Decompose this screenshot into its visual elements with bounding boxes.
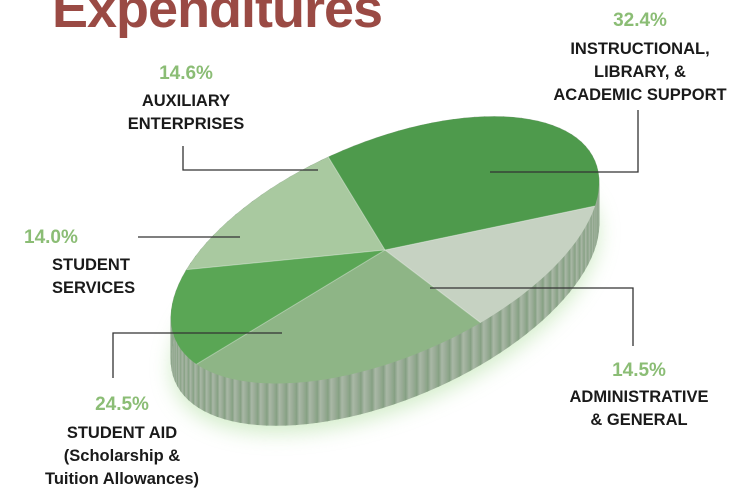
pie-labels: 32.4% INSTRUCTIONAL, LIBRARY, & ACADEMIC SU… [24, 10, 727, 488]
pie-side-segment [224, 376, 233, 422]
pie-slice-edge [186, 249, 386, 271]
slice-percent-2: 14.5% [612, 360, 666, 381]
pie-side-segment [359, 368, 372, 415]
pie-slice-2 [385, 206, 595, 323]
pie-side-segment [534, 277, 543, 328]
pie-slice-edge [384, 205, 596, 251]
pie-side-segment [256, 382, 267, 426]
pie-slices [170, 116, 600, 384]
slice-label-1-line-1: INSTRUCTIONAL, [570, 40, 709, 58]
pie-side-segment [371, 365, 383, 412]
slice-label-2-line-2: & GENERAL [590, 411, 687, 429]
pie-side-segment [216, 374, 225, 420]
pie-side-segment [593, 202, 597, 252]
pie-slice-edge [384, 249, 481, 324]
slice-label-1-line-2: LIBRARY, & [594, 63, 686, 81]
pie-side-segment [562, 249, 570, 301]
pie-side-segment [459, 328, 471, 377]
pie-side-segment [184, 352, 189, 401]
slice-label-3-line-2: (Scholarship & [64, 447, 181, 465]
pie-side-segment [295, 381, 307, 426]
slice-percent-1: 32.4% [613, 10, 667, 31]
pie-side-segment [275, 383, 287, 426]
pie-side-segment [479, 316, 491, 366]
pie-side-segment [316, 378, 328, 423]
pie-side-segment [587, 215, 592, 265]
pie-side-segment [337, 374, 350, 420]
slice-label-3-line-3: Tuition Allowances) [45, 470, 199, 488]
pie-side-segment [556, 256, 564, 308]
pie-side-segment [192, 361, 199, 409]
pie-slice-1 [328, 116, 600, 250]
pie-leaders [112, 110, 639, 378]
pie-side-segment [174, 338, 178, 387]
leader-line-5 [182, 146, 318, 171]
slice-label-5-line-2: ENTERPRISES [128, 115, 244, 133]
pie-side-segment [239, 380, 249, 425]
pie-side-segment [393, 357, 406, 405]
slice-percent-3: 24.5% [95, 394, 149, 415]
pie-side-segment [437, 339, 450, 388]
page-title: Expenditures [52, 0, 383, 39]
pie-side-segment [448, 333, 460, 383]
pie-side-segment [517, 290, 527, 341]
leader-line-3 [112, 332, 282, 378]
pie-side-segment [549, 263, 558, 314]
pie-side-segment [231, 378, 241, 423]
pie-slice-3 [196, 250, 481, 384]
pie-side-segment [382, 361, 395, 409]
pie-side-segment [590, 208, 595, 258]
pie-slice-5 [186, 157, 385, 270]
pie-slice-edge [327, 156, 386, 251]
pie-side-segment [542, 270, 551, 321]
pie-side-segment [426, 344, 439, 392]
pie-side-segment [469, 322, 481, 372]
pie-side-segment [526, 284, 535, 335]
pie-side-segment [489, 310, 500, 360]
slice-label-5-line-1: AUXILIARY [142, 92, 230, 110]
pie-side-segment [210, 371, 218, 417]
pie-side-segment [248, 381, 258, 426]
slice-label-1-line-3: ACADEMIC SUPPORT [553, 86, 726, 104]
pie-slice-4 [170, 250, 385, 365]
slice-label-4-line-2: SERVICES [52, 279, 135, 297]
pie-side-segment [266, 382, 277, 426]
pie-side-segment [574, 235, 580, 287]
pie-side-segment [180, 348, 185, 397]
leader-line-2 [430, 287, 634, 346]
slice-percent-5: 14.6% [159, 63, 213, 84]
slice-percent-4: 14.0% [24, 227, 78, 248]
pie-side-segment [327, 376, 339, 422]
pie-side-segment [508, 297, 519, 348]
pie-side-segment [203, 368, 211, 415]
leader-line-1 [490, 110, 639, 173]
pie-side-segment [285, 382, 297, 426]
pie-side-segment [568, 242, 575, 294]
pie-side-segment [579, 228, 585, 280]
pie-side-segment [305, 380, 317, 425]
pie-side-segment [415, 348, 428, 397]
pie-side-segment [198, 364, 205, 412]
pie-slice-edge [196, 249, 386, 365]
pie-side-segment [348, 371, 361, 418]
pie-edges [186, 156, 596, 365]
pie-side-segment [499, 304, 510, 354]
pie-side-segment [188, 357, 194, 405]
pie-side-segment [404, 353, 417, 401]
slice-label-4-line-1: STUDENT [52, 256, 130, 274]
slice-label-3-line-1: STUDENT AID [67, 424, 177, 442]
pie-side-segment [583, 221, 589, 273]
pie-side-segment [177, 343, 181, 393]
slice-label-2-line-1: ADMINISTRATIVE [569, 388, 708, 406]
